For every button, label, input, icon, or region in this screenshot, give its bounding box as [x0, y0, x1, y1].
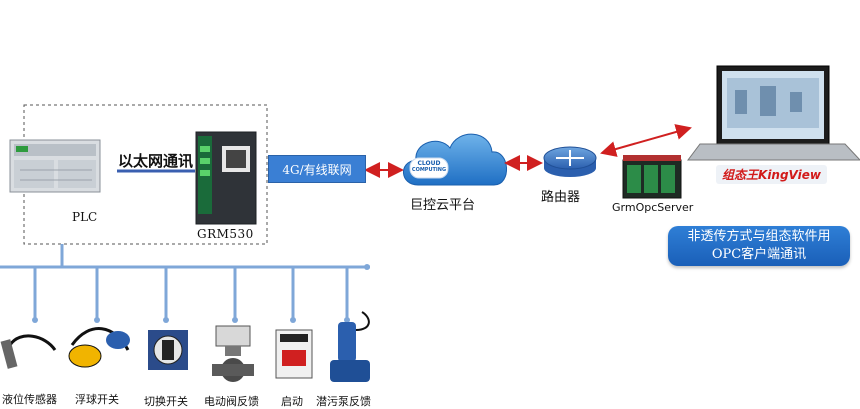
router-shape — [543, 146, 597, 177]
device-label-motor-valve: 电动阀反馈 — [204, 395, 259, 408]
opc-server-label: GrmOpcServer — [612, 201, 694, 214]
ethernet-label: 以太网通讯 — [118, 152, 194, 170]
cloud-computing-badge: CLOUD COMPUTING — [411, 160, 447, 174]
opc-note-line1: 非透传方式与组态软件用 — [687, 229, 831, 244]
pump-icon — [330, 311, 370, 382]
opc-note-panel: 非透传方式与组态软件用 OPC客户端通讯 — [668, 226, 850, 266]
router-label: 路由器 — [541, 190, 581, 205]
kingview-en: KingView — [758, 168, 821, 182]
cloud-badge-line1: CLOUD — [417, 160, 441, 167]
device-label-pump: 潜污泵反馈 — [316, 395, 371, 408]
network-link-box: 4G/有线联网 — [268, 155, 366, 183]
selector-switch-icon — [148, 330, 188, 370]
opc-server-shape — [622, 155, 682, 199]
contactor-icon — [275, 329, 313, 379]
cloud-badge-line2: COMPUTING — [411, 167, 447, 173]
grm530-label: GRM530 — [197, 227, 254, 241]
motor-valve-icon — [212, 325, 254, 382]
device-label-selector-switch: 切换开关 — [144, 395, 188, 408]
device-label-start: 启动 — [281, 395, 303, 408]
cloud-label: 巨控云平台 — [410, 198, 476, 213]
plc-device — [9, 139, 101, 193]
device-label-level-sensor: 液位传感器 — [2, 393, 57, 406]
cloud-shape — [403, 133, 507, 186]
level-sensor-icon — [0, 334, 57, 369]
kingview-cn: 组态王 — [722, 168, 759, 182]
opc-note-line2: OPC客户端通讯 — [711, 247, 807, 262]
router-laptop-arrow — [600, 124, 692, 157]
plc-group-box — [23, 104, 268, 245]
float-switch-icon — [68, 327, 130, 368]
kingview-badge: 组态王KingView — [716, 165, 827, 184]
laptop-shape — [687, 65, 860, 161]
device-drops — [33, 267, 349, 318]
device-label-float-switch: 浮球开关 — [75, 393, 119, 406]
grm530-device — [195, 131, 257, 225]
plc-label: PLC — [72, 210, 98, 224]
